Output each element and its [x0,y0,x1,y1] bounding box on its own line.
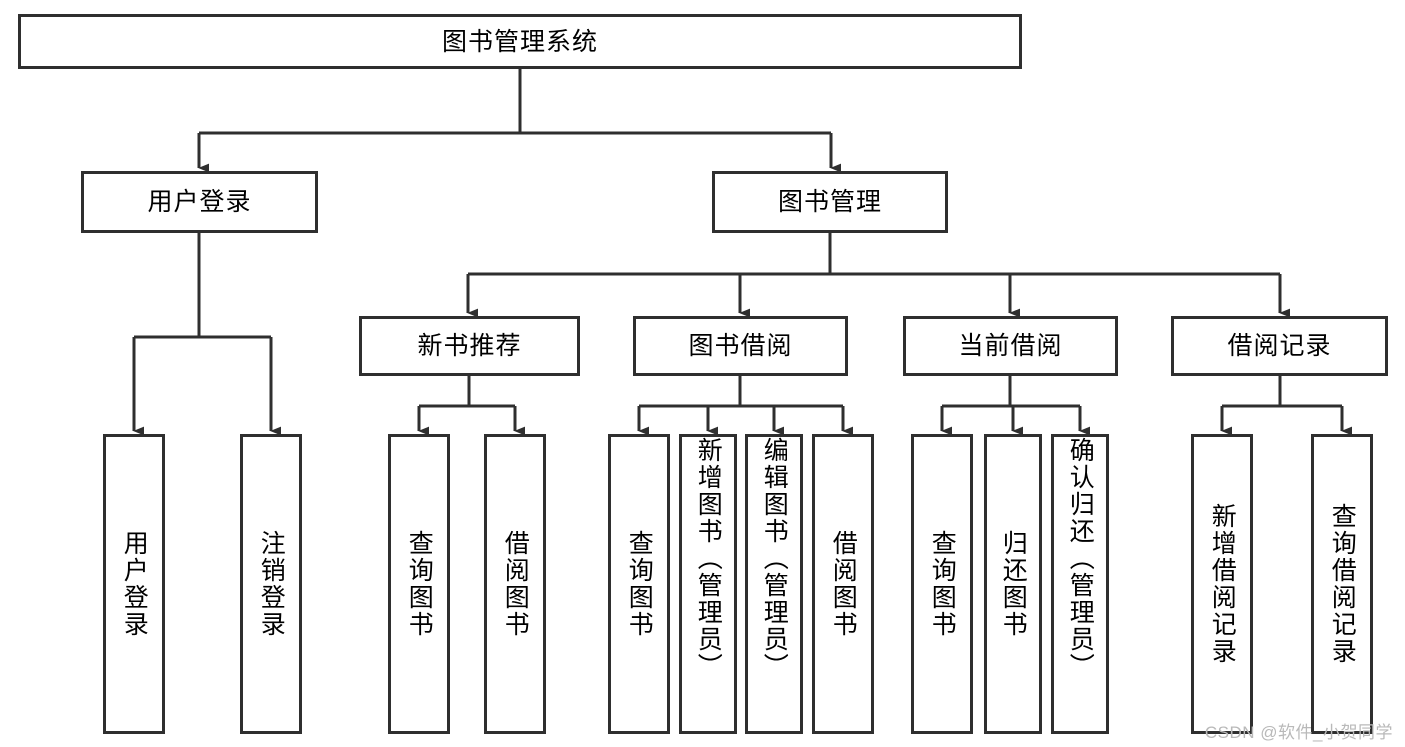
node-leaf-return-book-label: 归还图书 [999,530,1028,638]
node-leaf-query-book-3-label: 查询图书 [928,530,957,638]
node-leaf-confirm-return-admin[interactable]: 确认归还（管理员） [1051,434,1109,734]
node-book-management[interactable]: 图书管理 [712,171,948,233]
node-leaf-user-login-label: 用户登录 [120,530,149,638]
node-leaf-add-book-admin[interactable]: 新增图书（管理员） [679,434,737,734]
leaf-label-wrap: 确认归还（管理员） [1054,437,1106,731]
node-leaf-query-book-1[interactable]: 查询图书 [388,434,450,734]
node-borrow-record-label: 借阅记录 [1227,332,1332,360]
node-leaf-return-book[interactable]: 归还图书 [984,434,1042,734]
node-leaf-query-book-3[interactable]: 查询图书 [911,434,973,734]
node-leaf-confirm-return-admin-label: 确认归还（管理员） [1066,437,1095,680]
node-leaf-query-book-1-label: 查询图书 [405,530,434,638]
node-leaf-query-borrow-record[interactable]: 查询借阅记录 [1311,434,1373,734]
leaf-label-wrap: 新增借阅记录 [1194,437,1250,731]
node-borrow-record[interactable]: 借阅记录 [1171,316,1388,376]
leaf-label-wrap: 新增图书（管理员） [682,437,734,731]
node-root-label: 图书管理系统 [441,27,598,56]
node-leaf-add-book-admin-label: 新增图书（管理员） [694,437,723,680]
leaf-label-wrap: 查询图书 [914,437,970,731]
node-leaf-add-borrow-record-label: 新增借阅记录 [1208,503,1237,665]
node-current-borrow[interactable]: 当前借阅 [903,316,1118,376]
leaf-label-wrap: 借阅图书 [487,437,543,731]
leaf-label-wrap: 查询借阅记录 [1314,437,1370,731]
node-leaf-query-borrow-record-label: 查询借阅记录 [1328,503,1357,665]
leaf-label-wrap: 注销登录 [243,437,299,731]
node-new-book-recommend-label: 新书推荐 [417,332,522,360]
node-book-borrow-label: 图书借阅 [688,332,793,360]
node-leaf-logout-login-label: 注销登录 [257,530,286,638]
leaf-label-wrap: 用户登录 [106,437,162,731]
node-book-borrow[interactable]: 图书借阅 [633,316,848,376]
leaf-label-wrap: 借阅图书 [815,437,871,731]
leaf-label-wrap: 查询图书 [611,437,667,731]
leaf-label-wrap: 归还图书 [987,437,1039,731]
node-leaf-query-book-2[interactable]: 查询图书 [608,434,670,734]
node-user-login-label: 用户登录 [147,188,252,216]
node-leaf-borrow-book-2[interactable]: 借阅图书 [812,434,874,734]
node-leaf-user-login[interactable]: 用户登录 [103,434,165,734]
node-book-management-label: 图书管理 [777,188,882,216]
node-user-login[interactable]: 用户登录 [81,171,318,233]
node-root[interactable]: 图书管理系统 [18,14,1022,69]
leaf-label-wrap: 编辑图书（管理员） [748,437,800,731]
node-leaf-edit-book-admin[interactable]: 编辑图书（管理员） [745,434,803,734]
node-leaf-borrow-book-2-label: 借阅图书 [829,530,858,638]
node-leaf-edit-book-admin-label: 编辑图书（管理员） [760,437,789,680]
node-current-borrow-label: 当前借阅 [958,332,1063,360]
node-leaf-borrow-book-1[interactable]: 借阅图书 [484,434,546,734]
node-leaf-borrow-book-1-label: 借阅图书 [501,530,530,638]
node-leaf-add-borrow-record[interactable]: 新增借阅记录 [1191,434,1253,734]
node-new-book-recommend[interactable]: 新书推荐 [359,316,580,376]
leaf-label-wrap: 查询图书 [391,437,447,731]
node-leaf-query-book-2-label: 查询图书 [625,530,654,638]
node-leaf-logout-login[interactable]: 注销登录 [240,434,302,734]
